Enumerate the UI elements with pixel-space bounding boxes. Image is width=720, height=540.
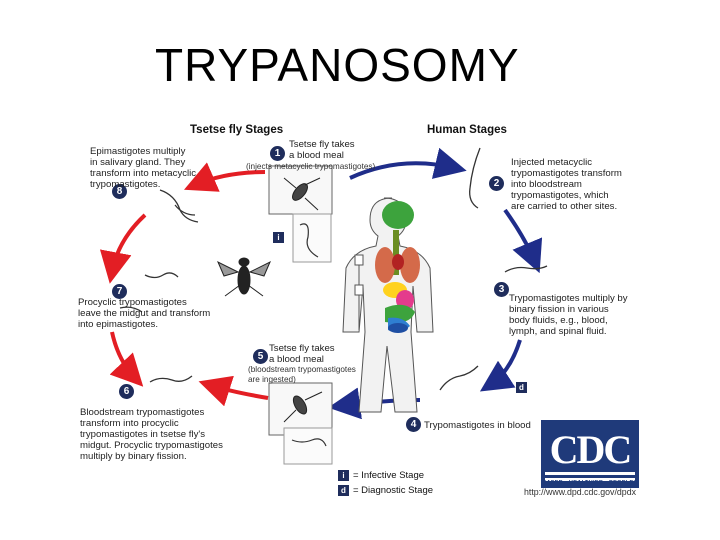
red-arrow-7-to-6	[109, 331, 144, 387]
blue-arrow-top	[349, 147, 467, 180]
diagnostic-marker-icon: d	[338, 485, 349, 496]
skin-box-bottom	[283, 427, 333, 465]
tsetse-fly-icon	[217, 257, 271, 297]
step-number-6: 6	[119, 384, 134, 399]
cdc-logo: CDC	[541, 420, 639, 488]
step-number-1: 1	[270, 146, 285, 161]
step-number-8: 8	[112, 184, 127, 199]
red-arrow-bottom	[198, 375, 269, 407]
step-8-text: Epimastigotes multiply in salivary gland…	[90, 146, 197, 190]
tsetse-fly-icon	[283, 177, 321, 211]
cdc-motto: SAFER · HEALTHIER · PEOPLE™	[542, 480, 640, 486]
cdc-logo-band	[545, 472, 635, 475]
skin-box-top	[292, 213, 332, 263]
legend-diagnostic: d = Diagnostic Stage	[338, 485, 433, 496]
step-7-text: Procyclic trypomastigotes leave the midg…	[78, 297, 211, 330]
red-arrow-top	[183, 162, 266, 192]
step-6-text: Bloodstream trypomastigotes transform in…	[80, 407, 223, 462]
cdc-logo-letters: CDC	[549, 427, 633, 472]
feeding-box-bottom	[268, 382, 333, 436]
trypanosome-icon	[469, 147, 481, 209]
step-number-4: 4	[406, 417, 421, 432]
legend-infective: i = Infective Stage	[338, 470, 424, 481]
source-url[interactable]: http://www.dpd.cdc.gov/dpdx	[524, 487, 636, 497]
trypanosome-icon	[174, 204, 196, 216]
step-5-text: Tsetse fly takes a blood meal	[269, 343, 335, 365]
trypanosome-icon	[299, 223, 319, 258]
trypanosome-icon	[149, 375, 193, 383]
slide-title: TRYPANOSOMY	[155, 39, 520, 91]
step-1-note: (injects metacyclic trypomastigotes)	[246, 162, 376, 171]
step-number-2: 2	[489, 176, 504, 191]
blue-arrow-3-to-4	[479, 339, 522, 392]
cdc-logo-band	[545, 478, 635, 481]
legend-diagnostic-label: = Diagnostic Stage	[353, 485, 434, 496]
step-number-3: 3	[494, 282, 509, 297]
tsetse-fly-icon	[283, 391, 323, 423]
blue-arrow-2-to-3	[503, 208, 543, 274]
trypanosome-icon	[291, 438, 327, 447]
step-4-text: Trypomastigotes in blood	[424, 420, 531, 431]
trypanosome-icon	[119, 306, 143, 313]
step-5-note: (bloodstream trypomastigotes are ingeste…	[248, 365, 356, 384]
step-number-5: 5	[253, 349, 268, 364]
tsetse-stages-heading: Tsetse fly Stages	[190, 124, 284, 136]
trypanosome-icon	[439, 365, 479, 391]
step-1-text: Tsetse fly takes a blood meal	[289, 139, 355, 161]
legend-infective-label: = Infective Stage	[353, 470, 425, 481]
infective-stage-marker: i	[273, 232, 284, 243]
step-2-text: Injected metacyclic trypomastigotes tran…	[511, 157, 622, 212]
red-arrow-8-to-7	[99, 213, 147, 284]
trypanosome-icon	[504, 265, 548, 273]
step-3-text: Trypomastigotes multiply by binary fissi…	[509, 293, 628, 337]
trypanosome-icon	[159, 189, 199, 223]
infective-marker-icon: i	[338, 470, 349, 481]
step-number-7: 7	[112, 284, 127, 299]
trypanosome-icon	[144, 272, 179, 279]
human-anatomy-icon	[342, 197, 434, 413]
diagnostic-stage-marker: d	[516, 382, 527, 393]
human-stages-heading: Human Stages	[427, 124, 507, 136]
